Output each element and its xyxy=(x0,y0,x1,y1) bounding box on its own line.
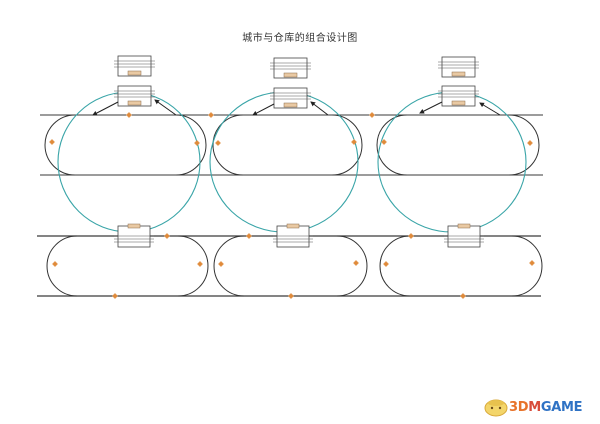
watermark: 3DMGAME xyxy=(483,396,583,418)
bottom-row-stadiums xyxy=(46,235,543,297)
diagram-title: 城市与仓库的组合设计图 xyxy=(242,33,358,44)
warehouses-top xyxy=(113,55,480,109)
teal-loops xyxy=(57,91,527,233)
top-row-stadiums xyxy=(44,114,540,176)
train-markers xyxy=(48,111,536,300)
branch-arrows xyxy=(92,99,501,116)
top-row-tracks xyxy=(40,114,543,176)
watermark-text: 3DMGAME xyxy=(509,399,583,415)
mascot-icon xyxy=(484,399,508,417)
